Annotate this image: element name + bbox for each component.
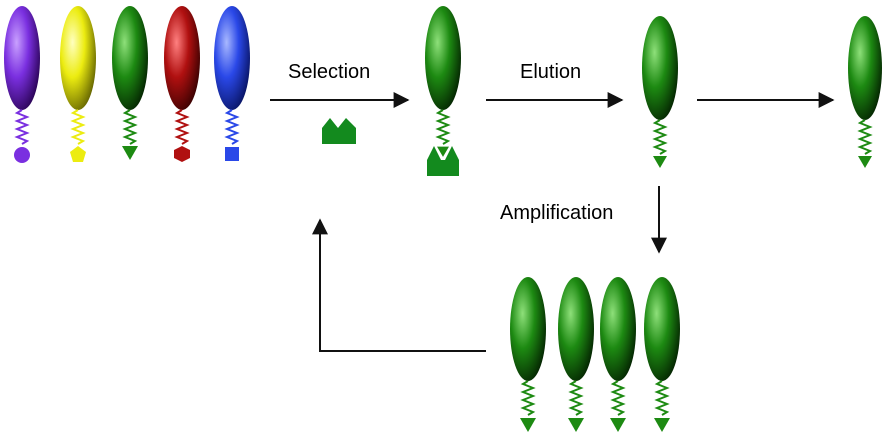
phage-library (4, 6, 250, 163)
target-icon (322, 118, 356, 144)
phage-selected-bound (425, 6, 461, 176)
phage-eluted-coil (652, 119, 668, 155)
phage-purple (4, 6, 40, 163)
phage-purple-body (4, 6, 40, 110)
phage-amplified (510, 277, 546, 432)
arrowhead-tip-icon (520, 418, 536, 432)
phage-green-body (112, 6, 148, 110)
amplified-phages (510, 277, 680, 432)
phage-amplified-coil (568, 380, 584, 416)
circle-tip-icon (14, 147, 30, 163)
phage-blue-body (214, 6, 250, 110)
phage-red-coil (174, 109, 190, 145)
phage-red-body (164, 6, 200, 110)
arrowhead-tip-icon (434, 145, 452, 160)
arrowhead-tip-icon (568, 418, 584, 432)
phage-amplified-body (510, 277, 546, 381)
phage-green (112, 6, 148, 160)
selection-label: Selection (288, 61, 370, 83)
pentagon-tip-icon (70, 146, 86, 162)
phage-amplified-body (644, 277, 680, 381)
phage-amplified (600, 277, 636, 432)
arrowhead-tip-icon (122, 146, 138, 160)
phage-purple-coil (14, 109, 30, 145)
return-loop-arrow (312, 218, 486, 352)
phage-yellow-coil (70, 109, 86, 145)
arrowhead-tip-icon (858, 156, 872, 168)
phage-amplified-coil (520, 380, 536, 416)
phage-final-coil (857, 119, 873, 155)
phage-red (164, 6, 200, 162)
arrowhead-tip-icon (654, 418, 670, 432)
phage-selected-body (425, 6, 461, 110)
phage-amplified-coil (610, 380, 626, 416)
phage-amplified (558, 277, 594, 432)
phage-eluted-body (642, 16, 678, 120)
arrowhead-tip-icon (610, 418, 626, 432)
phage-blue-coil (224, 109, 240, 145)
phage-amplified-body (600, 277, 636, 381)
phage-yellow-body (60, 6, 96, 110)
hexagon-tip-icon (174, 146, 190, 162)
elution-label: Elution (520, 61, 581, 83)
phage-eluted (642, 16, 678, 168)
phage-selected-coil (435, 109, 451, 145)
phage-amplified-coil (654, 380, 670, 416)
phage-green-coil (122, 109, 138, 145)
phage-amplified-body (558, 277, 594, 381)
amplification-label: Amplification (500, 202, 613, 224)
phage-final-body (848, 16, 882, 120)
arrowhead-tip-icon (653, 156, 667, 168)
square-tip-icon (225, 147, 239, 161)
phage-final (848, 16, 882, 168)
phage-blue (214, 6, 250, 161)
phage-amplified (644, 277, 680, 432)
bound-target-icon (427, 146, 459, 176)
phage-yellow (60, 6, 96, 162)
